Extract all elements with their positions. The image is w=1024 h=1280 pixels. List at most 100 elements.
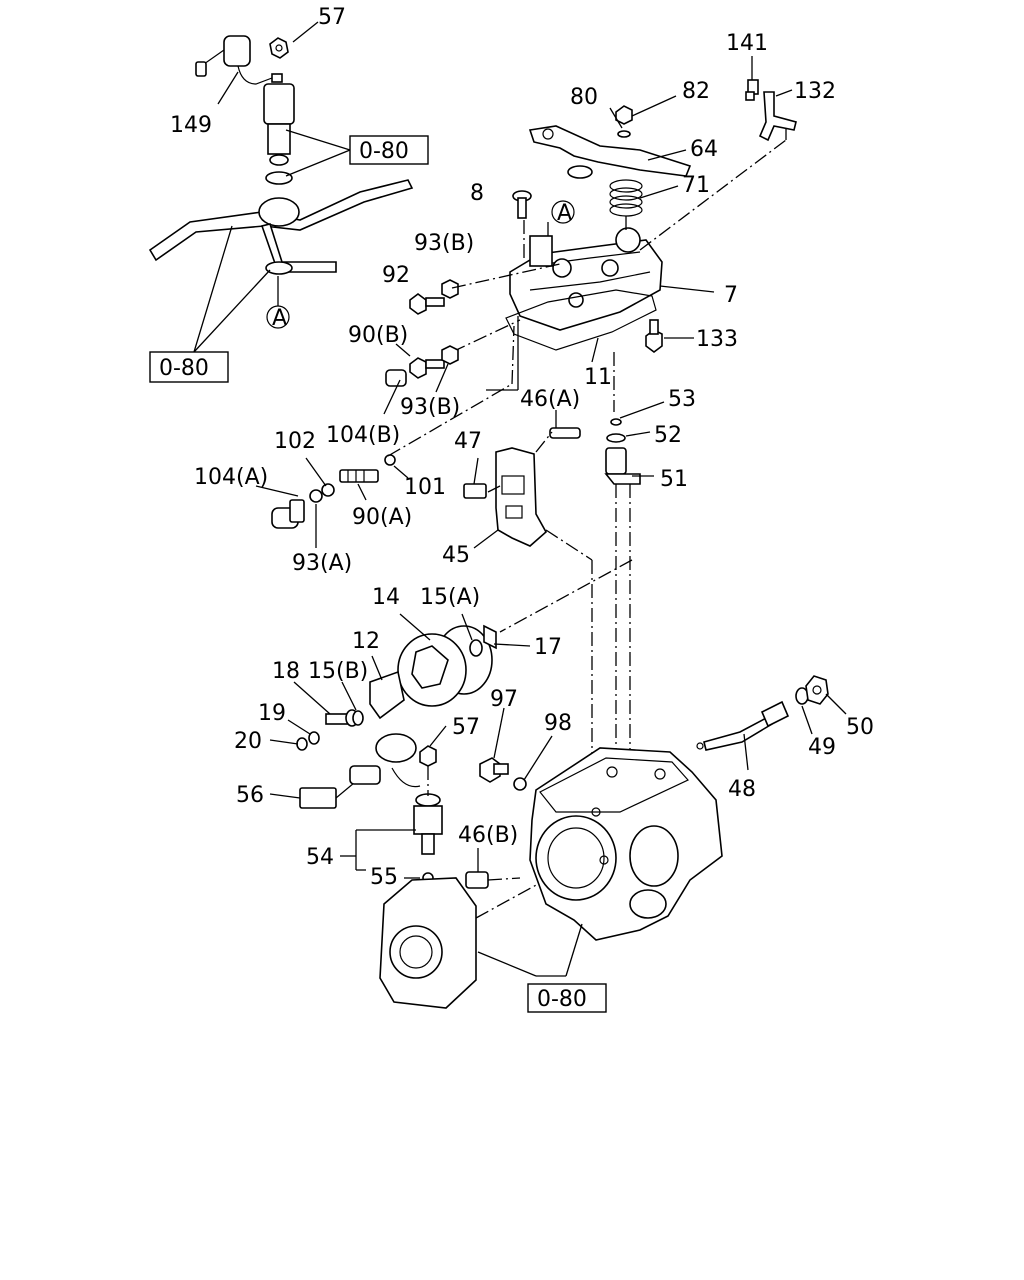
callout-97: 97 — [490, 687, 518, 712]
shaft-51 — [604, 447, 641, 485]
fuel-pipe-assembly — [148, 179, 414, 273]
callout-20: 20 — [234, 729, 262, 754]
stop-lever-45 — [495, 447, 548, 547]
drive-shaft-48 — [696, 700, 790, 751]
ref-box-left: 0-80 — [149, 351, 229, 383]
bolt-92 — [409, 293, 445, 315]
ref-box-top: 0-80 — [349, 135, 429, 165]
washer-lower — [265, 261, 293, 275]
callout-45: 45 — [442, 543, 470, 568]
callout-50: 50 — [846, 715, 874, 740]
svg-text:0-80: 0-80 — [359, 139, 409, 164]
washer-15A — [469, 639, 483, 657]
callout-47: 47 — [454, 429, 482, 454]
nut-82 — [615, 105, 633, 125]
ref-box-bottom: 0-80 — [527, 983, 607, 1013]
svg-text:A: A — [557, 201, 572, 226]
plate-17 — [483, 624, 497, 650]
callout-71: 71 — [682, 173, 710, 198]
callout-11: 11 — [584, 365, 612, 390]
callout-104B: 104(B) — [326, 423, 400, 448]
callout-46A: 46(A) — [520, 387, 580, 412]
svg-text:0-80: 0-80 — [159, 356, 209, 381]
callout-57-top: 57 — [318, 5, 346, 30]
svg-text:0-80: 0-80 — [537, 987, 587, 1012]
ring-12 — [369, 670, 405, 720]
nut-57-top — [269, 37, 289, 59]
callout-101: 101 — [404, 475, 446, 500]
callout-90B: 90(B) — [348, 323, 408, 348]
bolt-47 — [463, 483, 487, 499]
screw-90A — [339, 469, 379, 483]
spring-46A — [549, 427, 581, 439]
callout-8: 8 — [470, 181, 484, 206]
callout-15A: 15(A) — [420, 585, 480, 610]
callout-49: 49 — [808, 735, 836, 760]
clip-141 — [745, 79, 759, 101]
callout-132: 132 — [794, 79, 836, 104]
pump-housing — [529, 747, 723, 941]
oring-53 — [610, 418, 622, 426]
circle-ref-lower: A — [266, 305, 290, 331]
washer-19 — [308, 731, 320, 745]
callout-56: 56 — [236, 783, 264, 808]
screw-133 — [645, 319, 663, 353]
callout-93B-lower: 93(B) — [400, 395, 460, 420]
sensor-56 — [299, 733, 421, 809]
flange-block — [379, 877, 477, 1009]
callout-19: 19 — [258, 701, 286, 726]
callout-104A: 104(A) — [194, 465, 268, 490]
washer-15B — [352, 710, 364, 726]
callout-64: 64 — [690, 137, 718, 162]
callout-82: 82 — [682, 79, 710, 104]
callout-93B-upper: 93(B) — [414, 231, 474, 256]
callout-7: 7 — [724, 283, 738, 308]
nut-93B-lower — [441, 345, 459, 365]
svg-text:A: A — [272, 306, 287, 331]
pulser-14 — [397, 625, 493, 707]
washer-98 — [513, 777, 527, 791]
callout-149: 149 — [170, 113, 212, 138]
callout-14: 14 — [372, 585, 400, 610]
sensor-assembly-149 — [195, 35, 283, 85]
callout-15B: 15(B) — [308, 659, 368, 684]
nut-50 — [805, 675, 829, 705]
callout-48: 48 — [728, 777, 756, 802]
governor-cover-7 — [509, 227, 663, 331]
bracket-132 — [758, 91, 797, 142]
injector-body — [263, 83, 295, 166]
callout-12: 12 — [352, 629, 380, 654]
gasket-11 — [505, 289, 657, 351]
callout-92: 92 — [382, 263, 410, 288]
lever-64 — [528, 125, 692, 179]
callout-18: 18 — [272, 659, 300, 684]
callout-54: 54 — [306, 845, 334, 870]
nut-90B — [409, 357, 445, 379]
circle-ref-upper: A — [551, 200, 575, 226]
spring-46B — [465, 871, 489, 889]
oring-101 — [384, 454, 396, 466]
bolt-97 — [479, 757, 509, 783]
pin-20 — [296, 737, 308, 751]
washer-52 — [606, 433, 626, 443]
callout-17: 17 — [534, 635, 562, 660]
nut-93B-upper — [441, 279, 459, 299]
cap-104A — [271, 499, 305, 529]
nut-57-lower — [419, 745, 437, 767]
screw-8 — [512, 190, 532, 219]
cap-104B — [385, 369, 407, 387]
callout-93A: 93(A) — [292, 551, 352, 576]
callout-98: 98 — [544, 711, 572, 736]
callout-46B: 46(B) — [458, 823, 518, 848]
nut-93A — [309, 489, 323, 503]
solenoid-54 — [413, 793, 443, 855]
callout-141: 141 — [726, 31, 768, 56]
callout-52: 52 — [654, 423, 682, 448]
callout-80: 80 — [570, 85, 598, 110]
spring-71 — [609, 179, 643, 217]
callout-55: 55 — [370, 865, 398, 890]
washer-80 — [617, 130, 631, 138]
callout-53: 53 — [668, 387, 696, 412]
washer-102 — [321, 483, 335, 497]
